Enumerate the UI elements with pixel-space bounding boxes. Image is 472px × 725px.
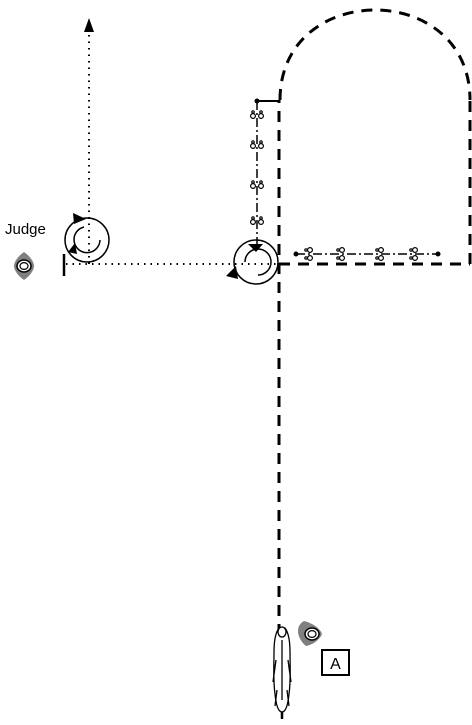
turn-arrow-icon [68, 243, 77, 254]
center-turn-inner-arc [244, 248, 272, 276]
food-bowl-icon [375, 247, 385, 262]
line-end-dot [435, 251, 441, 257]
food-bowl-icon [250, 216, 265, 226]
turn-arrow-icon [73, 213, 86, 224]
food-bowl-icon [409, 247, 419, 262]
marker-a-sign: A [321, 649, 350, 676]
judge-label: Judge [5, 221, 46, 238]
judge-path [66, 32, 279, 265]
left-turn-outer [64, 217, 110, 263]
left-turn-circle [64, 213, 110, 263]
dog-top-view-icon [272, 626, 292, 719]
marker-a-box [321, 649, 350, 676]
handler-position-icon [298, 621, 322, 646]
food-bowl-icon [250, 110, 265, 119]
food-bowl-icon [250, 140, 265, 150]
horizontal-bowl-line [293, 247, 441, 262]
heel-path-arch [278, 8, 472, 101]
center-turn-circle [226, 239, 279, 285]
center-turn-outer [233, 239, 279, 285]
food-bowl-icon [304, 247, 314, 262]
judge-position-icon [14, 252, 34, 280]
food-bowl-icon [336, 247, 346, 262]
marker-a-label: A [330, 656, 341, 673]
left-turn-inner-arc [73, 226, 101, 254]
vertical-bowl-line [250, 98, 279, 244]
turn-arrow-icon [248, 244, 263, 252]
turn-arrow-icon [226, 266, 238, 279]
line-end-dot [293, 251, 299, 257]
heel-path [277, 8, 472, 635]
food-bowl-icon [250, 180, 265, 190]
up-arrow-icon [84, 18, 94, 32]
